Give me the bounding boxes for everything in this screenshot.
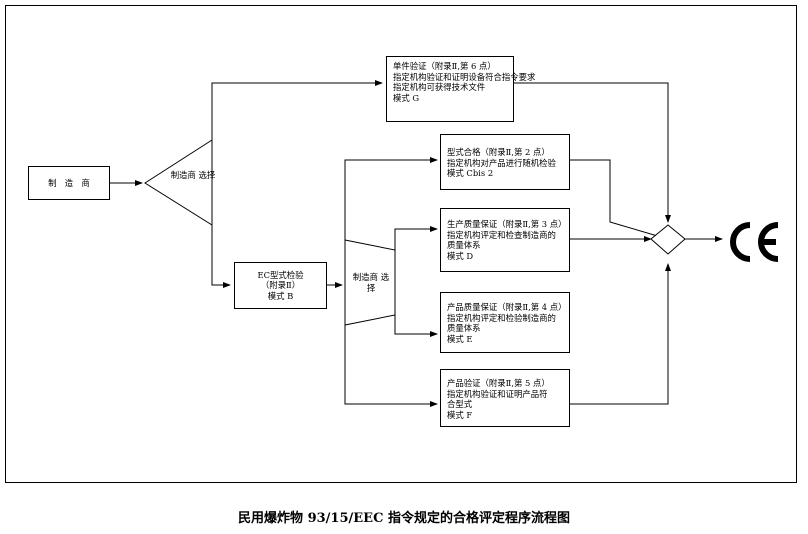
line-module-f-to-diamond (569, 263, 671, 405)
module-d-box: 生产质量保证（附录Ⅱ,第 3 点） 指定机构评定和检查制造商的 质量体系 模式 … (440, 208, 570, 272)
manufacturer-label: 制 造 商 (48, 177, 90, 188)
arrow-to-module-e (394, 315, 438, 337)
diagram-caption: 民用爆炸物 93/15/EEC 指令规定的合格评定程序流程图 (238, 511, 570, 526)
line-module-g-to-diamond (513, 82, 671, 223)
arrow-to-module-f (344, 325, 438, 407)
module-g-box: 单件验证（附录Ⅱ,第 6 点） 指定机构验证和证明设备符合指令要求 指定机构可获… (386, 56, 535, 122)
arrow-to-module-g (211, 80, 383, 140)
module-f-box: 产品验证（附录Ⅱ,第 5 点） 指定机构验证和证明产品符 合型式 模式 F (440, 369, 570, 427)
arrow-to-module-b (211, 225, 231, 288)
manufacturer-box: 制 造 商 (28, 166, 110, 200)
choice-label-1: 制造商 选择 (170, 170, 216, 180)
choice-label-2: 制造商 选择 (352, 272, 390, 293)
arrow-to-module-d (394, 226, 438, 250)
module-e-box: 产品质量保证（附录Ⅱ,第 4 点） 指定机构评定和检验制造商的 质量体系 模式 … (440, 292, 570, 353)
line-module-cbis2-to-diamond (569, 159, 662, 238)
arrow-to-module-cbis2 (344, 157, 438, 240)
module-cbis2-box: 型式合格（附录Ⅱ,第 2 点） 指定机构对产品进行随机检验 模式 Cbis 2 (440, 134, 570, 190)
module-b-box: EC型式检验 （附录Ⅱ） 模式 B (234, 262, 327, 309)
decision-diamond (650, 224, 686, 255)
choice-triangle-1 (144, 139, 213, 226)
ce-mark-logo (730, 222, 779, 262)
diagram-frame (5, 5, 797, 483)
